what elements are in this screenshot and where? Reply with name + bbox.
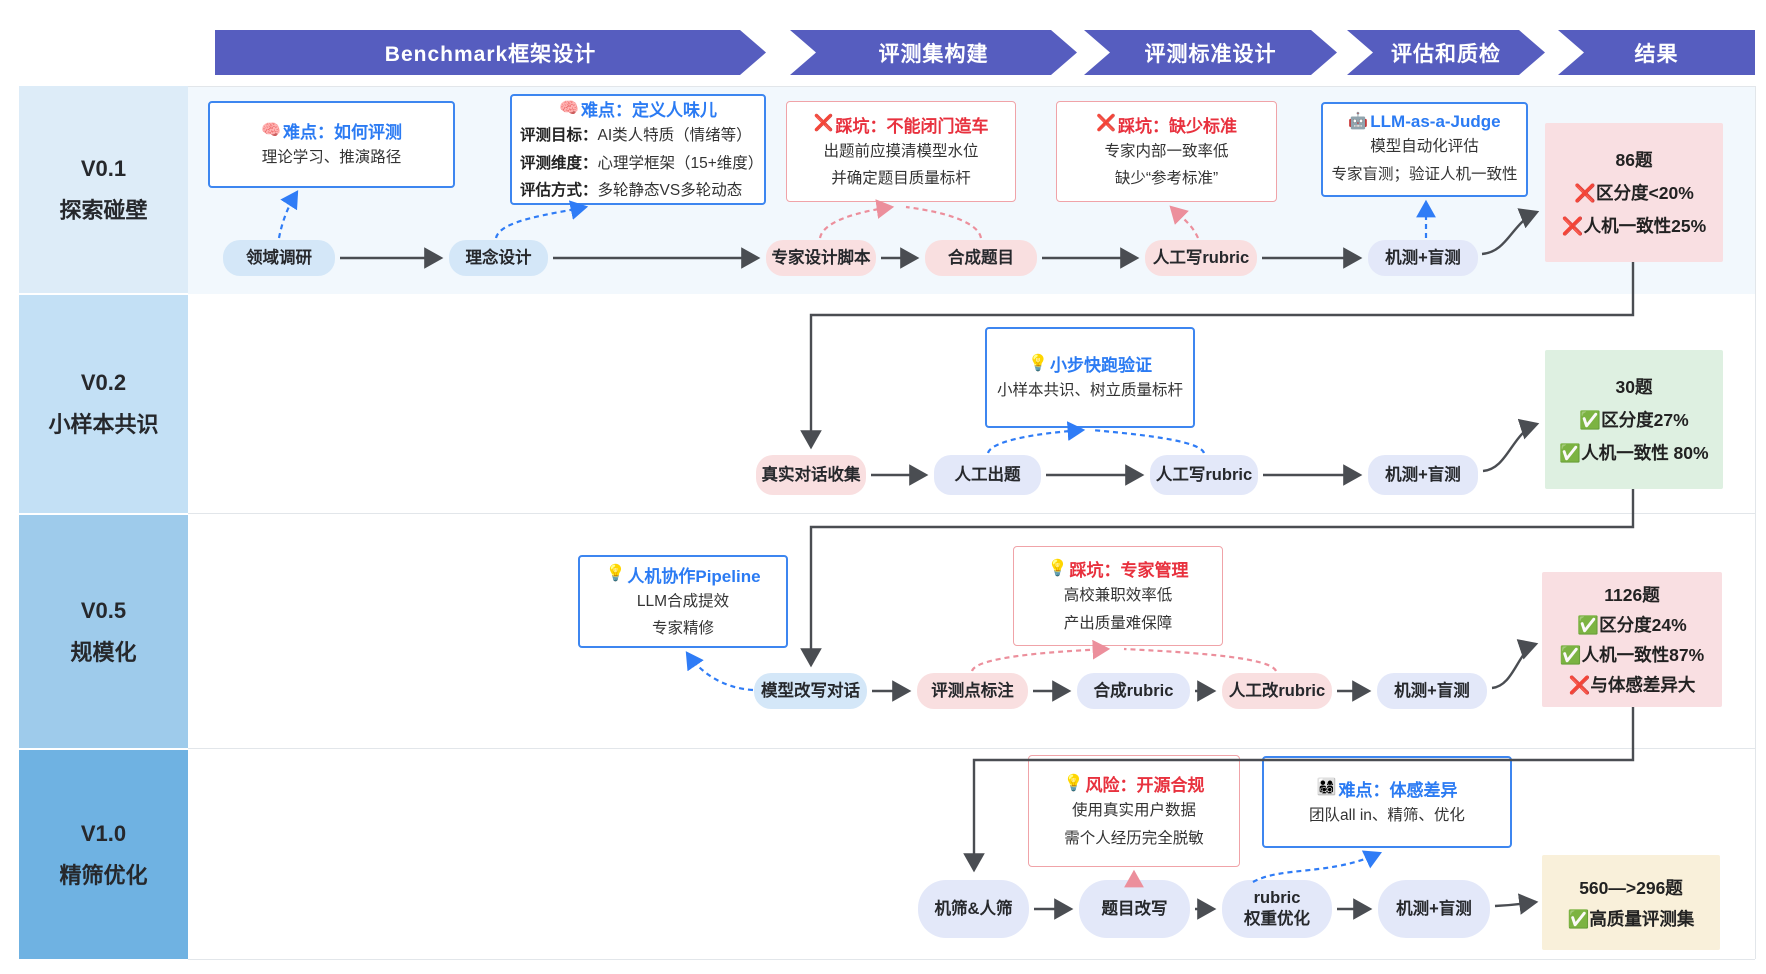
callout-title: 踩坑：不能闭门造车 [835,116,989,136]
row-bg-v05 [188,514,1755,749]
phase-name: 小样本共识 [48,412,159,437]
result-box-v01: 86题 ❌区分度<20% ❌人机一致性25% [1545,123,1723,262]
phase-name: 精筛优化 [59,862,148,888]
node-manual-rubric: 人工写rubric [1145,240,1257,276]
result-box-v10: 560—>296题 ✅高质量评测集 [1542,855,1720,950]
callout-line: 并确定题目质量标杆 [831,170,971,187]
node-question-rewrite: 题目改写 [1079,880,1190,938]
callout-line: 专家盲测；验证人机一致性 [1331,165,1518,183]
stage-banner-framework-design: Benchmark框架设计 [215,30,766,75]
callout-difficulty-how-to-eval: 🧠难点：如何评测 理论学习、推演路径 [208,101,455,188]
cross-mark-icon: ❌ [813,115,834,133]
stage-label: 评测标准设计 [1144,42,1277,66]
result-box-v05: 1126题 ✅区分度24% ✅人机一致性87% ❌与体感差异大 [1542,572,1722,707]
stage-label: Benchmark框架设计 [384,42,597,66]
callout-title: 难点：如何评测 [282,123,402,143]
callout-llm-as-a-judge: 🤖LLM-as-a-Judge 模型自动化评估 专家盲测；验证人机一致性 [1321,102,1528,197]
stage-banner-evalset-build: 评测集构建 [790,30,1077,75]
node-machine-blind-test: 机测+盲测 [1368,455,1478,495]
callout-title: 踩坑：缺少标准 [1117,116,1237,136]
phase-name: 规模化 [70,639,137,665]
phase-name: 探索碰壁 [59,197,148,223]
callout-difficulty-perception-gap: 👨‍👩‍👧‍👦难点：体感差异 团队all in、精筛、优化 [1262,756,1512,848]
lightbulb-icon: 💡 [1028,354,1048,372]
callout-title: 踩坑：专家管理 [1069,561,1189,581]
callout-title: LLM-as-a-Judge [1370,112,1501,132]
lightbulb-icon: 💡 [1047,559,1068,577]
callout-pitfall-no-closed-door: ❌踩坑：不能闭门造车 出题前应摸清模型水位 并确定题目质量标杆 [786,101,1016,202]
node-domain-research: 领域调研 [223,240,335,276]
stage-banner-result: 结果 [1558,30,1755,75]
phase-version: V0.5 [80,597,127,623]
callout-difficulty-define-human-flavor: 🧠难点：定义人味儿 评测目标：AI类人特质（情绪等） 评测维度：心理学框架（15… [510,94,766,205]
callout-small-steps-validation: 💡小步快跑验证 小样本共识、树立质量标杆 [985,327,1195,428]
callout-line: 团队all in、精筛、优化 [1309,806,1465,824]
phase-cell-v10: V1.0 精筛优化 [19,750,188,959]
callout-line: 高校兼职效率低 [1063,587,1173,605]
phase-version: V0.1 [80,155,127,181]
family-icon: 👨‍👩‍👧‍👦 [1316,779,1337,797]
node-machine-blind-test: 机测+盲测 [1378,880,1490,938]
node-synthesize-rubric: 合成rubric [1077,673,1190,709]
cross-mark-icon: ❌ [1096,115,1116,133]
callout-line: 模型自动化评估 [1370,138,1479,156]
callout-title: 难点：体感差异 [1338,780,1458,800]
node-manual-rubric: 人工写rubric [1150,455,1258,495]
callout-line: 缺少“参考标准” [1114,170,1219,187]
phase-cell-v01: V0.1 探索碰壁 [19,86,188,295]
node-real-dialog-collection: 真实对话收集 [756,455,866,495]
stage-banner-eval-qa: 评估和质检 [1347,30,1545,75]
callout-pitfall-lack-standard: ❌踩坑：缺少标准 专家内部一致率低 缺少“参考标准” [1056,101,1277,202]
phase-version: V0.2 [80,370,127,396]
phase-cell-v02: V0.2 小样本共识 [19,295,188,515]
phase-version: V1.0 [80,820,127,846]
brain-icon: 🧠 [559,99,579,117]
node-machine-human-filter: 机筛&人筛 [918,880,1029,938]
callout-line: 专家内部一致率低 [1104,142,1229,160]
stage-label: 评测集构建 [878,42,989,66]
node-manual-question-writing: 人工出题 [934,455,1041,495]
callout-line: 小样本共识、树立质量标杆 [996,382,1183,400]
stage-label: 结果 [1634,42,1679,66]
lightbulb-icon: 💡 [1063,774,1084,792]
callout-line: 专家精修 [651,620,714,637]
brain-icon: 🧠 [261,121,281,139]
callout-line: 评估方式：多轮静态VS多轮动态 [520,181,743,199]
node-concept-design: 理念设计 [449,240,548,276]
node-rubric-weight-optimize: rubric 权重优化 [1222,880,1332,938]
lightbulb-icon: 💡 [605,565,626,583]
callout-line: 评测维度：心理学框架（15+维度） [520,154,764,172]
node-model-rewrite-dialog: 模型改写对话 [754,673,867,709]
node-expert-script: 专家设计脚本 [766,240,876,276]
callout-title: 人机协作Pipeline [627,566,761,586]
callout-line: 需个人经历完全脱敏 [1064,829,1204,847]
grid-right-border [1755,86,1756,959]
stage-label: 评估和质检 [1391,42,1501,66]
robot-icon: 🤖 [1348,113,1369,131]
callout-pitfall-expert-management: 💡踩坑：专家管理 高校兼职效率低 产出质量难保障 [1013,546,1223,646]
callout-line: 产出质量难保障 [1063,614,1173,632]
callout-human-machine-pipeline: 💡人机协作Pipeline LLM合成提效 专家精修 [578,555,788,648]
node-synthesize-questions: 合成题目 [925,240,1037,276]
callout-line: 出题前应摸清模型水位 [823,142,979,160]
stage-banner-criteria-design: 评测标准设计 [1084,30,1337,75]
result-box-v02: 30题 ✅区分度27% ✅人机一致性 80% [1545,350,1723,489]
callout-line: 使用真实用户数据 [1071,802,1196,820]
callout-title: 小步快跑验证 [1049,356,1152,376]
callout-title: 风险：开源合规 [1085,776,1205,796]
phase-cell-v05: V0.5 规模化 [19,515,188,750]
node-manual-fix-rubric: 人工改rubric [1222,673,1332,709]
callout-line: 理论学习、推演路径 [261,149,402,167]
node-eval-point-annotation: 评测点标注 [917,673,1028,709]
node-machine-blind-test: 机测+盲测 [1368,240,1478,276]
callout-risk-open-source-compliance: 💡风险：开源合规 使用真实用户数据 需个人经历完全脱敏 [1028,755,1240,867]
callout-title: 难点：定义人味儿 [580,101,717,121]
callout-line: 评测目标：AI类人特质（情绪等） [520,127,752,145]
callout-line: LLM合成提效 [636,592,730,610]
node-machine-blind-test: 机测+盲测 [1377,673,1487,709]
